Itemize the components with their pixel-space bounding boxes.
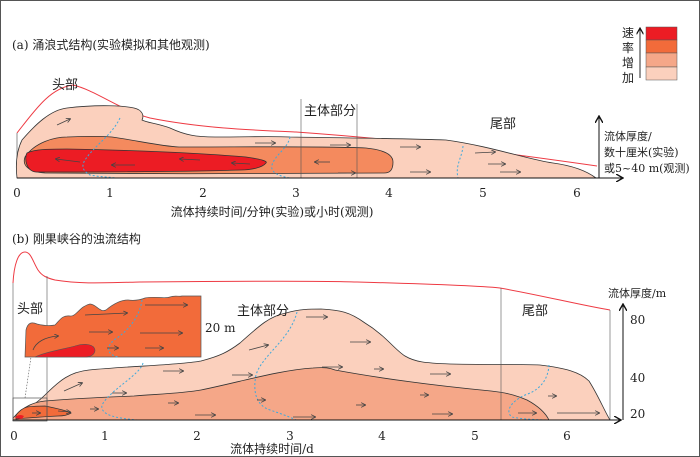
panel-a-tail-label: 尾部 (490, 117, 516, 132)
legend-label-char: 加 (622, 71, 634, 85)
panel-a-flow-arrows (56, 119, 520, 173)
y-tick: 40 (630, 371, 645, 385)
panel-b-profile-line (12, 251, 611, 311)
panel-a-x-ticks: 0 1 2 3 4 5 6 (13, 186, 581, 200)
legend-swatch-medium (645, 52, 678, 68)
panel-b-boundaries (101, 311, 550, 421)
y-tick: 20 (630, 407, 645, 421)
x-tick: 1 (101, 429, 109, 443)
panel-b-head-label: 头部 (17, 302, 43, 317)
panel-b-y-ticks: 80 40 20 (630, 313, 645, 421)
panel-b-medium-zone (12, 367, 550, 421)
panel-b-high-zone (15, 405, 72, 420)
x-tick: 5 (471, 429, 479, 443)
panel-a-y-label-3: 或5~40 m(观测) (604, 162, 690, 175)
y-tick: 80 (630, 313, 645, 327)
panel-a-body-label: 主体部分 (304, 104, 356, 119)
x-tick: 1 (106, 186, 114, 200)
x-tick: 6 (563, 429, 571, 443)
panel-b-body-label: 主体部分 (237, 304, 289, 319)
inset-locator-box (12, 397, 48, 422)
legend-swatch-low (645, 66, 678, 81)
panel-b-x-ticks: 0 1 2 3 4 5 6 (10, 429, 571, 443)
x-tick: 3 (286, 429, 294, 443)
panel-b-tail-label: 尾部 (522, 304, 548, 319)
panel-a-title: (a) 涌浪式结构(实验模拟和其他观测) (12, 37, 210, 52)
inset-detail (24, 295, 202, 358)
panel-b-highest-zone (15, 414, 24, 419)
panel-b-y-label: 流体厚度/m (608, 286, 667, 300)
panel-a: (a) 涌浪式结构(实验模拟和其他观测) (12, 37, 690, 219)
panel-b-flow-arrows (32, 317, 599, 417)
legend-label-char: 率 (622, 40, 634, 55)
panel-a-y-label-2: 数十厘米(实验) (604, 145, 679, 159)
panel-a-x-label: 流体持续时间/分钟(实验)或小时(观测) (171, 204, 374, 219)
x-tick: 4 (378, 429, 386, 443)
legend-swatch-highest (645, 26, 678, 41)
x-tick: 3 (292, 186, 300, 200)
legend-swatch-high (645, 39, 678, 54)
panel-b: (b) 刚果峡谷的浊流结构 (10, 231, 667, 456)
legend-label-char: 增 (622, 56, 634, 70)
panel-a-boundaries (82, 117, 464, 179)
x-tick: 6 (573, 186, 581, 200)
x-tick: 0 (13, 186, 21, 200)
panel-a-head-label: 头部 (52, 78, 78, 93)
legend: 速 率 增 加 (622, 26, 678, 85)
x-tick: 4 (385, 186, 393, 200)
x-tick: 2 (193, 429, 201, 443)
x-tick: 5 (479, 186, 487, 200)
x-tick: 2 (199, 186, 207, 200)
panel-b-x-label: 流体持续时间/d (230, 441, 314, 456)
panel-b-title: (b) 刚果峡谷的浊流结构 (12, 231, 141, 246)
panel-a-high-zone (25, 148, 267, 173)
legend-label-char: 速 (622, 26, 634, 40)
inset-scale-label: 20 m (205, 321, 236, 335)
x-tick: 0 (10, 429, 18, 443)
panel-a-y-label-1: 流体厚度/ (604, 129, 652, 143)
